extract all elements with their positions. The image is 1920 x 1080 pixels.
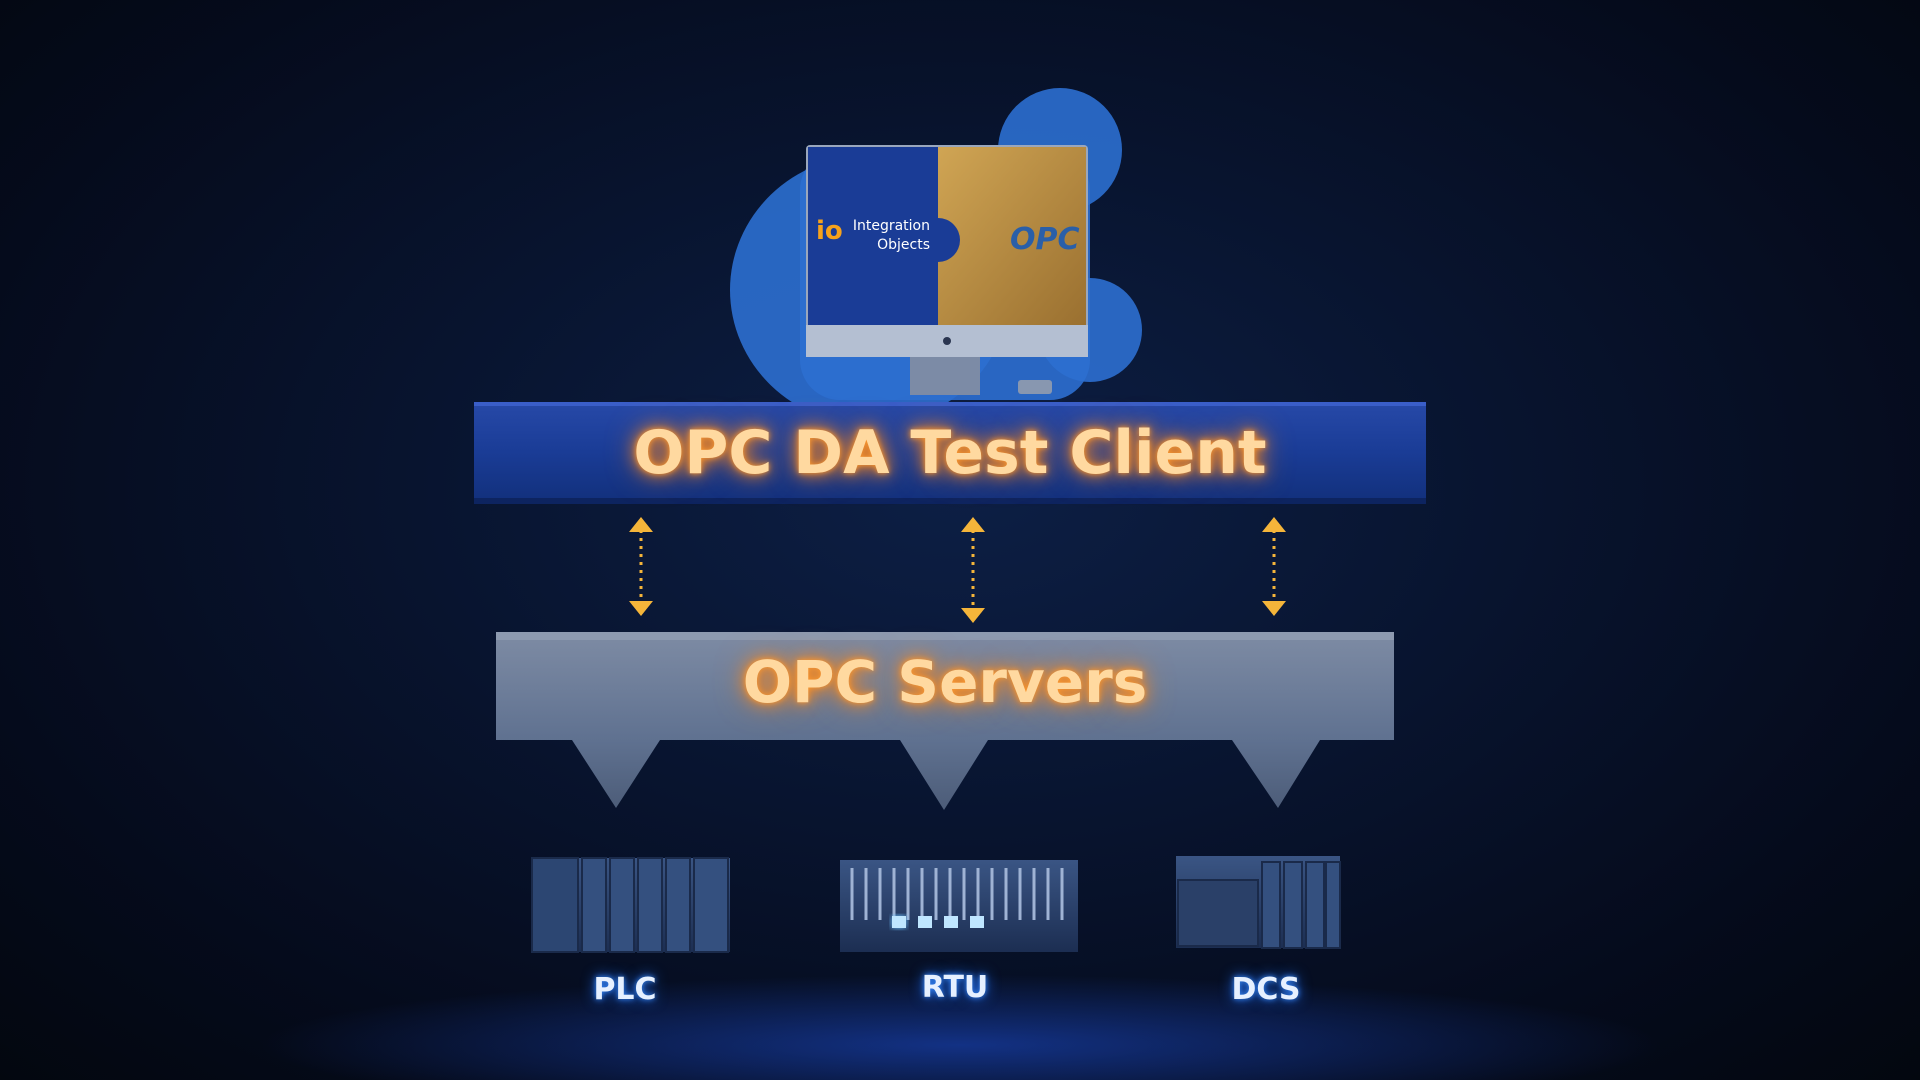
plc-rack-icon (531, 857, 730, 953)
io-logo-icon: io (816, 216, 843, 246)
logo-text-line1: Integration (852, 218, 930, 234)
connection-arrows (629, 517, 1286, 623)
bidirectional-arrow (629, 517, 653, 616)
servers-title: OPC Servers (742, 648, 1148, 716)
opc-logo-icon: OPC (1010, 222, 1080, 257)
monitor-right-panel (938, 147, 1086, 325)
monitor-icon (806, 145, 1088, 395)
monitor-left-panel (808, 147, 938, 325)
device-label-rtu: RTU (921, 970, 989, 1005)
client-title: OPC DA Test Client (633, 418, 1267, 488)
client-bar (474, 402, 1426, 504)
logo-text-line2: Objects (877, 237, 930, 253)
floor-glow (260, 975, 1660, 1080)
rtu-unit-icon (840, 860, 1078, 952)
dcs-cabinet-icon (1176, 856, 1341, 949)
servers-bar (496, 632, 1394, 810)
bidirectional-arrow (961, 517, 985, 623)
device-label-plc: PLC (593, 972, 657, 1007)
puzzle-tab-icon (916, 218, 960, 262)
bidirectional-arrow (1262, 517, 1286, 616)
device-label-dcs: DCS (1231, 972, 1301, 1007)
